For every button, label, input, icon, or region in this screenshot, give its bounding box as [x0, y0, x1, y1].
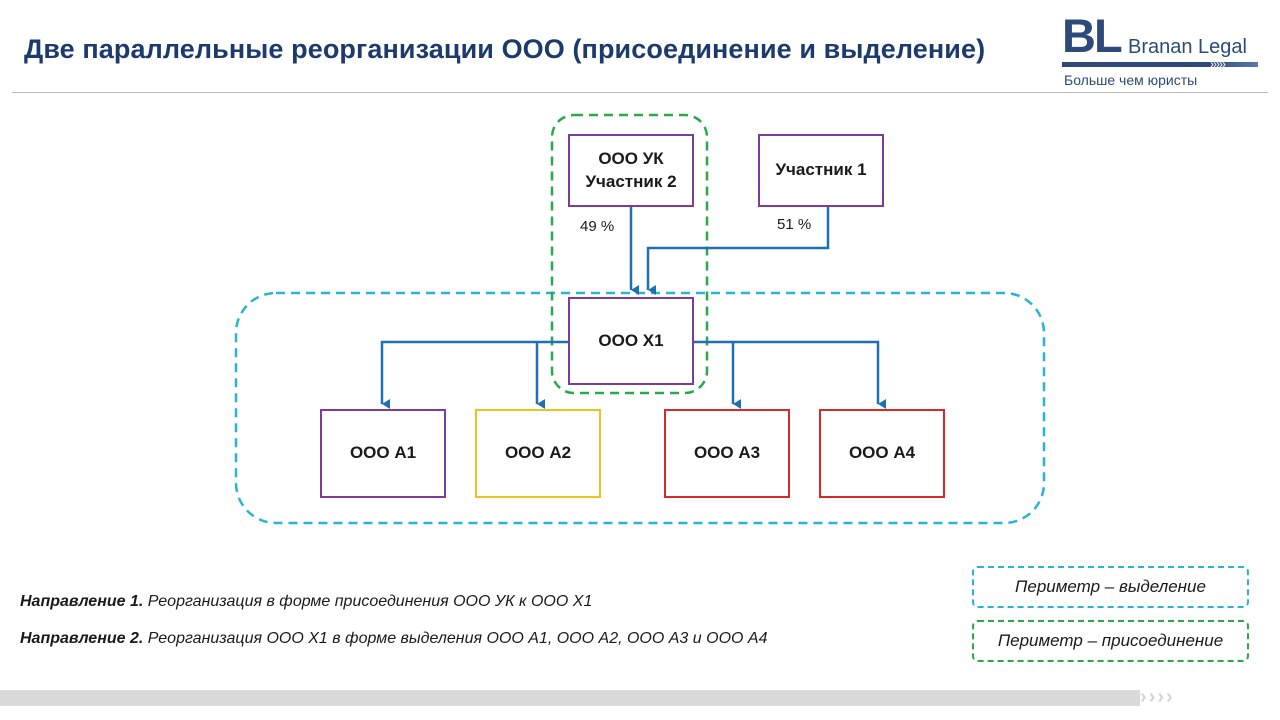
footer-bar [0, 690, 1140, 706]
node-x1-label: ООО Х1 [598, 330, 664, 350]
perimeter-merger [550, 113, 709, 395]
footer-chevrons-icon: ›››› [1140, 686, 1175, 708]
node-a3: ООО А3 [664, 409, 790, 498]
node-uk-line2: Участник 2 [585, 171, 677, 191]
node-a3-label: ООО А3 [693, 443, 761, 463]
note-direction2-label: Направление 2. [20, 630, 144, 647]
legend-spinoff: Периметр – выделение [972, 566, 1249, 608]
perimeter-spinoff [234, 291, 1046, 525]
node-participant1-label: Участник 1 [775, 160, 867, 180]
logo-underline [1062, 62, 1258, 67]
node-a2: ООО А2 [475, 409, 601, 498]
page-title: Две параллельные реорганизации ООО (прис… [24, 34, 986, 64]
node-uk-line1: ООО УК [598, 148, 664, 168]
header-divider [12, 92, 1268, 93]
logo-mark: BL [1062, 9, 1123, 62]
node-a2-label: ООО А2 [504, 443, 572, 463]
node-a4-label: ООО А4 [848, 443, 916, 463]
note-direction1-text: Реорганизация в форме присоединения ООО … [143, 593, 593, 610]
node-a1-label: ООО А1 [349, 443, 417, 463]
arrow-participant1-to-x1 [646, 207, 830, 295]
node-a1: ООО А1 [320, 409, 446, 498]
legend-merger-label: Периметр – присоединение [997, 631, 1224, 650]
note-direction1-label: Направление 1. [20, 593, 144, 610]
legend-spinoff-label: Периметр – выделение [1015, 577, 1206, 596]
node-a4: ООО А4 [819, 409, 945, 498]
arrow-x1-to-a1 [380, 340, 569, 409]
node-x1: ООО Х1 [568, 297, 694, 385]
logo-tagline: Больше чем юристы [1064, 72, 1198, 88]
legend-merger: Периметр – присоединение [972, 620, 1249, 662]
share-uk: 49 % [580, 218, 615, 235]
note-direction2-text: Реорганизация ООО Х1 в форме выделения О… [143, 630, 768, 647]
logo-name: Branan Legal [1128, 36, 1247, 58]
arrow-x1-to-a4 [693, 340, 886, 409]
node-uk-participant2: ООО УК Участник 2 [568, 134, 694, 207]
note-direction1: Направление 1. Реорганизация в форме при… [20, 593, 592, 611]
logo-chevrons-icon: ››››› [1210, 57, 1226, 71]
note-direction2: Направление 2. Реорганизация ООО Х1 в фо… [20, 630, 767, 648]
company-logo: BL Branan Legal ››››› Больше чем юристы [1062, 12, 1268, 92]
share-participant1: 51 % [777, 216, 812, 233]
node-participant1: Участник 1 [758, 134, 884, 207]
